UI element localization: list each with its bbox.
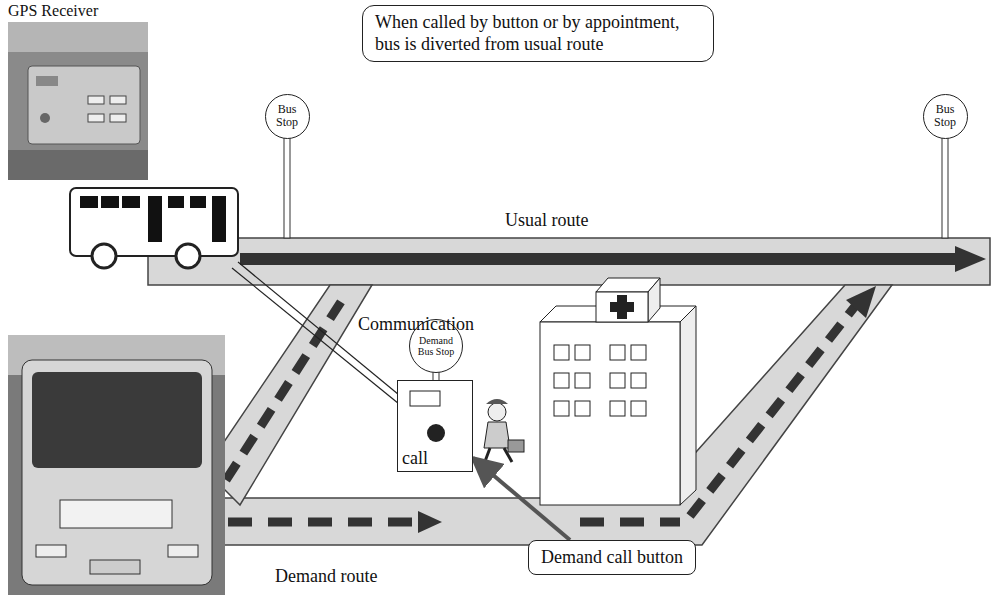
photo-caption: GPS Receiver: [8, 2, 98, 20]
arrow-head: [418, 511, 442, 533]
bus-photo: [8, 335, 225, 595]
bus-stop-sign: Bus Stop: [265, 94, 310, 139]
sign-text: Demand Bus Stop: [415, 335, 457, 357]
bus-icon: [70, 188, 238, 268]
arrow-head: [955, 246, 986, 272]
communication-link: [232, 268, 404, 408]
usual-route-arrow: [240, 253, 958, 265]
route-label: Demand route: [275, 566, 377, 587]
arrow-head: [846, 286, 876, 318]
person-icon: [484, 399, 524, 464]
bus-stop-pole: [284, 135, 290, 238]
callout-box: Demand call button: [528, 540, 696, 575]
box-text: When called by button or by appointment,…: [375, 12, 701, 55]
sign-text: Bus Stop: [273, 103, 301, 129]
gps-receiver-photo: [8, 22, 148, 180]
demand-dashes: [228, 518, 420, 527]
panel-label: call: [402, 448, 428, 469]
bus-stop-sign: Bus Stop: [923, 94, 968, 139]
link-label: Communication: [358, 314, 474, 335]
demand-stop-panel: call: [397, 380, 473, 472]
pointer-arrow: [473, 458, 570, 540]
hospital: [540, 278, 696, 505]
sign-text: Bus Stop: [931, 103, 959, 129]
left-ramp: [205, 285, 372, 505]
box-text: Demand call button: [541, 547, 683, 568]
bus-stop-pole: [942, 135, 948, 238]
demand-dashes: [580, 518, 680, 527]
usual-route-band: [148, 238, 990, 285]
ramp-dashes: [226, 294, 346, 480]
route-label: Usual route: [505, 210, 588, 231]
ramp-dashes: [690, 305, 856, 516]
note-box: When called by button or by appointment,…: [362, 5, 714, 62]
